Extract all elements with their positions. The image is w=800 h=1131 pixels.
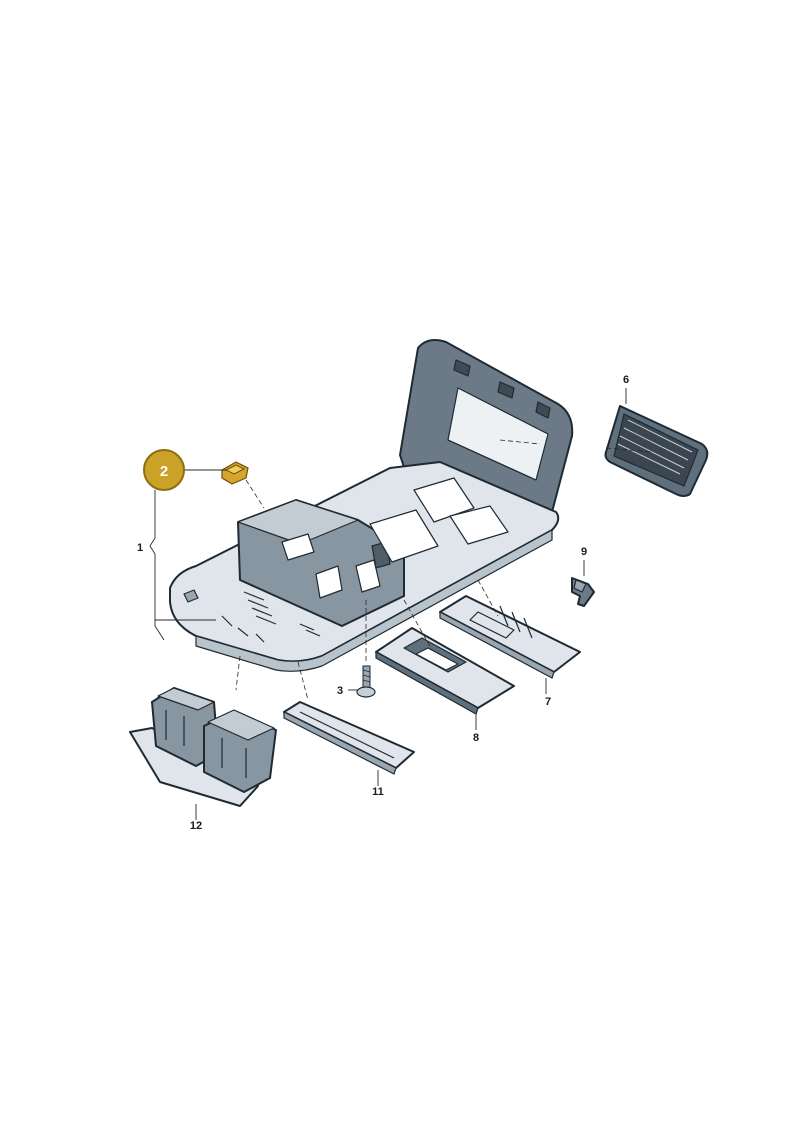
part-11-strip-cover[interactable] xyxy=(283,701,415,775)
part-2-clip-nut[interactable] xyxy=(221,461,249,485)
part-3-screw[interactable] xyxy=(356,665,376,698)
callout-label-12[interactable]: 12 xyxy=(190,820,202,832)
assembly-lines xyxy=(235,439,653,701)
callout-label-1[interactable]: 1 xyxy=(137,542,143,554)
callout-label-7[interactable]: 7 xyxy=(545,696,551,708)
part-12-switch-module[interactable] xyxy=(129,687,277,807)
callout-label-11[interactable]: 11 xyxy=(372,786,384,798)
callout-label-3[interactable]: 3 xyxy=(337,685,343,697)
leader-lines xyxy=(149,388,627,820)
callout-label-6[interactable]: 6 xyxy=(623,374,629,386)
part-1-console-housing[interactable] xyxy=(169,339,574,672)
callout-2[interactable]: 2 xyxy=(143,449,185,491)
part-7-trim-panel[interactable] xyxy=(439,595,581,679)
part-6-grille-cover[interactable] xyxy=(604,405,709,497)
callout-label-8[interactable]: 8 xyxy=(473,732,479,744)
part-9-bracket[interactable] xyxy=(571,577,595,607)
callout-label-9[interactable]: 9 xyxy=(581,546,587,558)
callout-label-2: 2 xyxy=(160,463,168,480)
